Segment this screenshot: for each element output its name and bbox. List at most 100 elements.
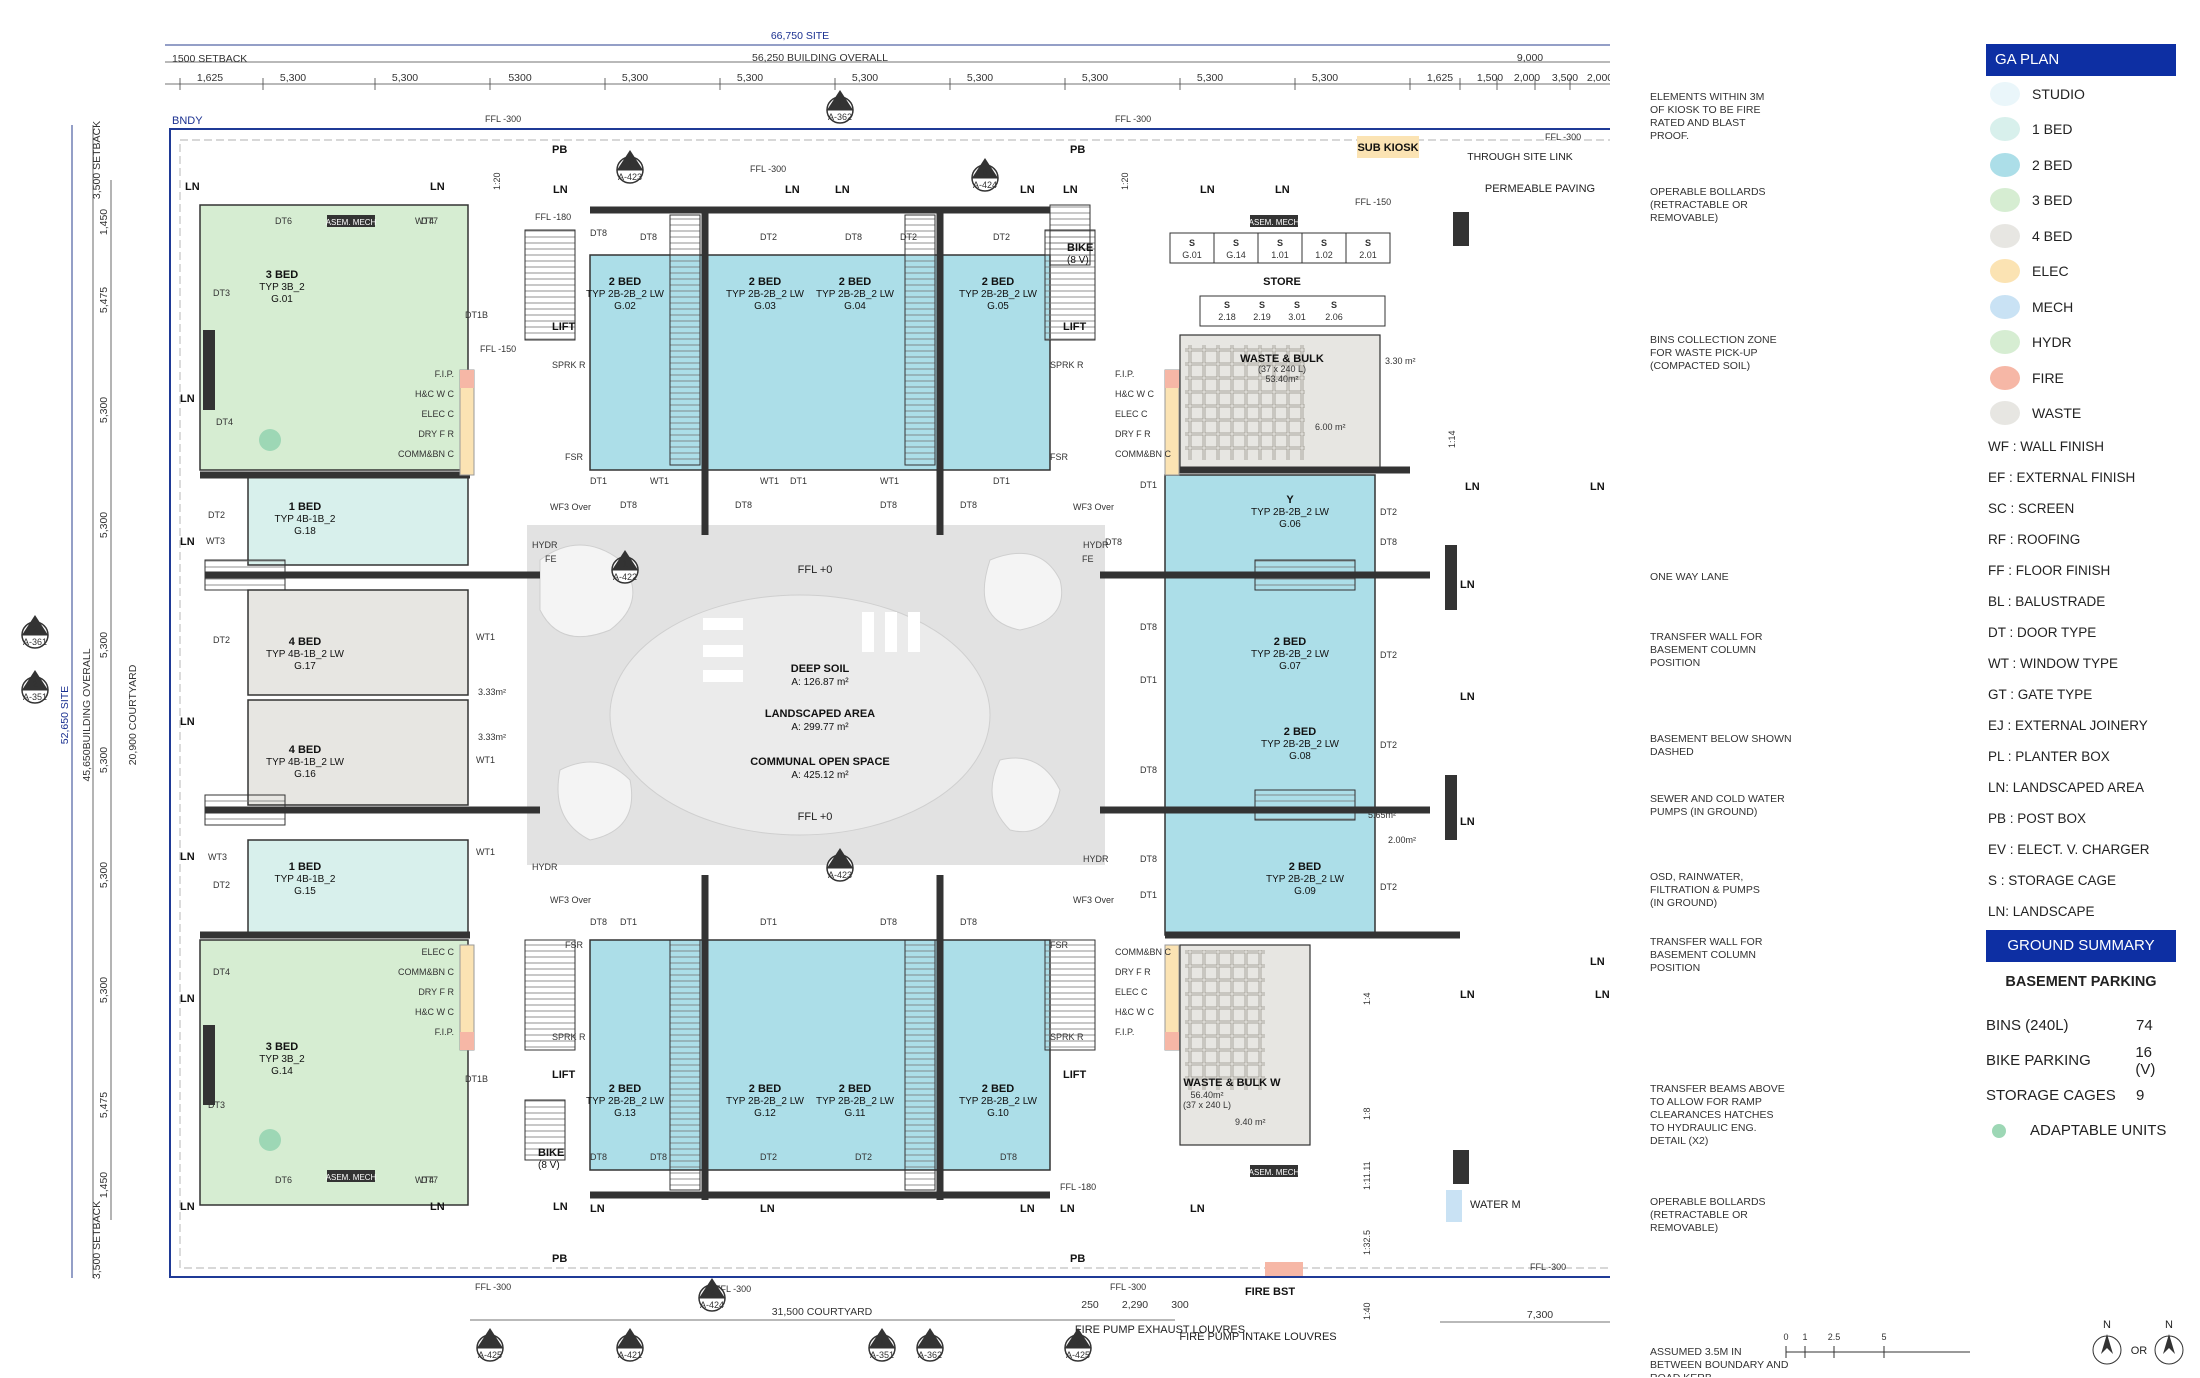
legend-item: 3 BED — [1986, 183, 2176, 219]
ramp-gradient: 1:4 — [1362, 992, 1372, 1005]
abbreviation-item: S : STORAGE CAGE — [1986, 865, 2176, 896]
svg-text:2 BED: 2 BED — [609, 276, 641, 288]
section-marker-a-361: 2A-361 — [22, 615, 48, 648]
water-meter-label: WATER M — [1470, 1199, 1521, 1211]
storage-cage-s: S — [1277, 238, 1283, 248]
svg-text:2 BED: 2 BED — [982, 276, 1014, 288]
legend-swatch — [1990, 82, 2020, 106]
landscaped-area-tag: LN — [180, 1201, 195, 1213]
storage-cage-s: S — [1365, 238, 1371, 248]
landscaped-area-value: A: 299.77 m² — [791, 722, 849, 733]
svg-text:TYP 4B-1B_2: TYP 4B-1B_2 — [275, 514, 336, 525]
svg-text:G.16: G.16 — [294, 769, 316, 780]
area-333: 3.33m² — [478, 687, 506, 697]
joinery-tag: DT3 — [213, 288, 230, 298]
fe-nw: FE — [545, 554, 557, 564]
svc-dryfr-sw: DRY F R — [418, 987, 454, 997]
landscaped-area-tag: LN — [553, 184, 568, 196]
joinery-tag: WT3 — [206, 536, 225, 546]
sprinkler-se: SPRK R — [1050, 1032, 1084, 1042]
abbreviation-item: PB : POST BOX — [1986, 803, 2176, 834]
joinery-tag: DT2 — [900, 232, 917, 242]
legend-label: FIRE — [2032, 370, 2064, 386]
summary-label: BIKE PARKING — [1986, 1052, 2135, 1069]
scale-tick: 1 — [1802, 1332, 1807, 1342]
svg-text:TYP 4B-1B_2: TYP 4B-1B_2 — [275, 874, 336, 885]
left-dim-seg: 5,475 — [98, 287, 110, 313]
north-label-2: N — [2165, 1319, 2173, 1331]
svg-text:G.01: G.01 — [271, 294, 293, 305]
deep-soil-area: A: 126.87 m² — [791, 677, 849, 688]
top-dim-seg: 2,000 — [1514, 72, 1540, 84]
landscaped-area-label: LANDSCAPED AREA — [765, 708, 875, 720]
svg-text:TYP 3B_2: TYP 3B_2 — [259, 1054, 305, 1065]
left-dim-seg: 5,300 — [98, 862, 110, 888]
storage-cage-id: G.14 — [1226, 250, 1246, 260]
joinery-tag: DT1 — [620, 917, 637, 927]
svg-text:2 BED: 2 BED — [839, 276, 871, 288]
legend-label: 1 BED — [2032, 121, 2072, 137]
section-marker-a-362: 1A-362 — [827, 90, 853, 123]
svg-text:2: 2 — [32, 679, 37, 689]
svg-text:Y: Y — [1286, 494, 1294, 506]
adaptable-units-label: ADAPTABLE UNITS — [2030, 1122, 2166, 1139]
bottom-wing-units-fill — [590, 940, 1050, 1170]
unit-stair-1 — [670, 215, 700, 465]
top-dim-seg: 1,625 — [1427, 72, 1453, 84]
communal-open-space-area: A: 425.12 m² — [791, 770, 849, 781]
post-box-nw: PB — [552, 144, 567, 156]
joinery-tag: DT4 — [216, 417, 233, 427]
hydr-se: HYDR — [1083, 854, 1109, 864]
svg-text:G.03: G.03 — [754, 301, 776, 312]
top-dim-seg: 5,300 — [1082, 72, 1108, 84]
joinery-tag: DT2 — [1380, 740, 1397, 750]
top-dimensions: 66,750 SITE 1500 SETBACK 56,250 BUILDING… — [165, 30, 1610, 90]
svg-text:2: 2 — [927, 1337, 932, 1347]
legend-swatch — [1990, 366, 2020, 390]
svc-elec: ELEC C — [421, 409, 454, 419]
ground-summary: GROUND SUMMARY BASEMENT PARKING BINS (24… — [1986, 930, 2176, 1148]
area-940: 9.40 m² — [1235, 1117, 1266, 1127]
svg-text:A-424: A-424 — [973, 180, 997, 190]
svg-text:G.09: G.09 — [1294, 886, 1316, 897]
legend-label: HYDR — [2032, 334, 2072, 350]
legend-header: GA PLAN — [1986, 44, 2176, 76]
section-marker-a-351: 1A-351 — [869, 1328, 895, 1361]
svg-text:6: 6 — [982, 167, 987, 177]
north-points: N OR N — [2085, 1318, 2185, 1378]
sub-kiosk-label: SUB KIOSK — [1357, 142, 1418, 154]
svc-commbn-sw: COMM&BN C — [398, 967, 455, 977]
ramp-gradient: 1:20 — [492, 172, 502, 190]
wf3-nw: WF3 Over — [550, 502, 591, 512]
courtyard-ffl-label: FFL +0 — [798, 564, 833, 576]
left-dimensions: 52,650 SITE 45,650BUILDING OVERALL 20,90… — [59, 121, 139, 1279]
dim-2290: 2,290 — [1122, 1299, 1148, 1311]
unit-stair-3 — [670, 940, 700, 1190]
legend-item: WASTE — [1986, 396, 2176, 432]
joinery-tag: DT8 — [735, 500, 752, 510]
joinery-tag: DT1 — [760, 917, 777, 927]
courtyard-ffl-label-2: FFL +0 — [798, 811, 833, 823]
landscaped-area-tag: LN — [1275, 184, 1290, 196]
storage-cage-s: S — [1294, 300, 1300, 310]
scale-tick: 0 — [1783, 1332, 1788, 1342]
area-200: 2.00m² — [1388, 835, 1416, 845]
svg-text:2 BED: 2 BED — [749, 1083, 781, 1095]
scale-bar: 012.551012.5m — [1783, 1332, 1980, 1358]
sprinkler-ne: SPRK R — [1050, 360, 1084, 370]
landscaped-area-tag: LN — [1595, 989, 1610, 1001]
svg-text:TYP 2B-2B_2 LW: TYP 2B-2B_2 LW — [1266, 874, 1345, 885]
joinery-tag: DT1B — [465, 1074, 488, 1084]
joinery-tag: DT8 — [590, 1152, 607, 1162]
area-565: 5.65m² — [1368, 810, 1396, 820]
joinery-tag: WT1 — [760, 476, 779, 486]
joinery-tag: DT8 — [1140, 854, 1157, 864]
abbreviation-item: LN: LANDSCAPE — [1986, 896, 2176, 927]
abbreviation-item: FF : FLOOR FINISH — [1986, 555, 2176, 586]
joinery-tag: DT6 — [275, 216, 292, 226]
left-dim-seg: 5,475 — [98, 1092, 110, 1118]
legend-item: FIRE — [1986, 360, 2176, 396]
